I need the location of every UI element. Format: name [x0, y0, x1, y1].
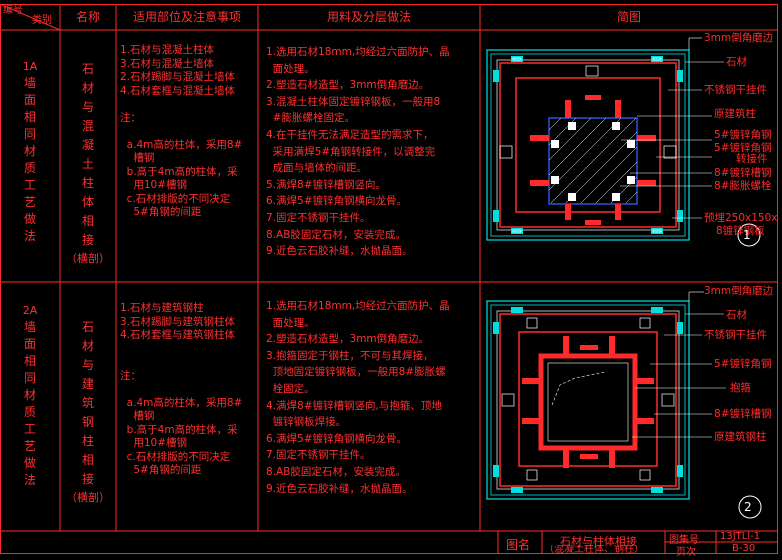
d2-number: 2 — [744, 500, 752, 514]
d2-label-channel: 8#镀锌槽钢 — [714, 408, 772, 420]
row-1-category: 墙面相同材质工艺做法 — [23, 76, 36, 243]
d1-number: 1 — [743, 228, 751, 242]
row-2-name-sub: （横剖） — [66, 491, 110, 504]
row-1-code: 1A — [22, 60, 38, 73]
d1-label-stone: 石材 — [726, 56, 747, 68]
footer-atlas-value: 13JTLl-1 — [720, 531, 761, 542]
header-name: 名称 — [75, 10, 100, 24]
row-2-name-cell: 石材与建筑钢柱相接 （横剖） — [60, 318, 116, 505]
row-1-code-cell: 1A 墙面相同材质工艺做法 — [0, 60, 60, 245]
d1-label-hanger: 不锈钢干挂件 — [704, 84, 767, 96]
footer-page-label: 页次 — [676, 547, 696, 558]
row-2-name: 石材与建筑钢柱相接 — [81, 320, 94, 486]
diagram-2-steel-column — [486, 291, 762, 519]
row-1-name-sub: （横剖） — [66, 252, 110, 265]
d2-label-angle: 5#镀锌角钢 — [714, 358, 772, 370]
row-2-scope: 1.石材与建筑钢柱 3.石材踢脚与建筑钢柱体 4.石材套框与建筑钢柱体 注： a… — [120, 302, 243, 476]
footer-title-1: 石材与柱体相接 — [560, 535, 637, 548]
footer-title-label: 图名 — [506, 538, 531, 552]
row-2-code-cell: 2A 墙面相同材质工艺做法 — [0, 304, 60, 489]
d2-label-hanger: 不锈钢干挂件 — [704, 329, 767, 341]
d1-label-angle-2: 5#镀锌角钢 — [714, 142, 772, 154]
header-diagram: 简图 — [616, 10, 641, 24]
d1-label-adapter: 转接件 — [736, 153, 768, 165]
row-1-name-cell: 石材与混凝土柱体相接 （横剖） — [60, 60, 116, 266]
d2-label-stone: 石材 — [726, 309, 747, 321]
d1-label-column: 原建筑柱 — [714, 108, 756, 120]
d1-label-plate-1: 预埋250x150x — [704, 212, 778, 224]
header-code-label: 编号 — [3, 5, 23, 16]
footer-atlas-label: 图集号 — [669, 535, 699, 546]
header-method: 用料及分层做法 — [326, 10, 411, 24]
d1-label-angle-1: 5#镀锌角钢 — [714, 129, 772, 141]
d1-label-chamfer: 3mm倒角磨边 — [704, 32, 774, 44]
diagram-1-concrete-column — [486, 37, 761, 247]
row-2-method: 1.选用石材18mm,均经过六面防护、晶 面处理。 2.塑造石材造型，3mm倒角… — [266, 300, 450, 495]
d2-label-steel-column: 原建筑钢柱 — [714, 431, 767, 443]
d1-label-plate-2: 8镀锌钢板 — [716, 225, 765, 237]
footer-page-value: B-30 — [732, 543, 756, 554]
d2-label-hoop: 抱箍 — [730, 382, 751, 394]
footer-title-2: （混凝土柱体、钢柱） — [544, 545, 644, 554]
header-scope: 适用部位及注意事项 — [132, 10, 241, 24]
row-2-category: 墙面相同材质工艺做法 — [23, 320, 36, 487]
row-1-name: 石材与混凝土柱体相接 — [81, 62, 94, 247]
row-2-code: 2A — [22, 304, 38, 317]
d2-label-chamfer: 3mm倒角磨边 — [704, 285, 774, 297]
row-1-scope: 1.石材与混凝土柱体 3.石材与混凝土墙体 2.石材踢脚与混凝土墙体 4.石材套… — [120, 44, 243, 218]
row-1-method: 1.选用石材18mm,均经过六面防护、晶 面处理。 2.塑造石材造型，3mm倒角… — [266, 46, 450, 258]
header-category-label: 类别 — [32, 15, 52, 26]
d1-label-bolt: 8#膨胀螺栓 — [714, 180, 772, 192]
d1-label-channel: 8#镀锌槽钢 — [714, 167, 772, 179]
